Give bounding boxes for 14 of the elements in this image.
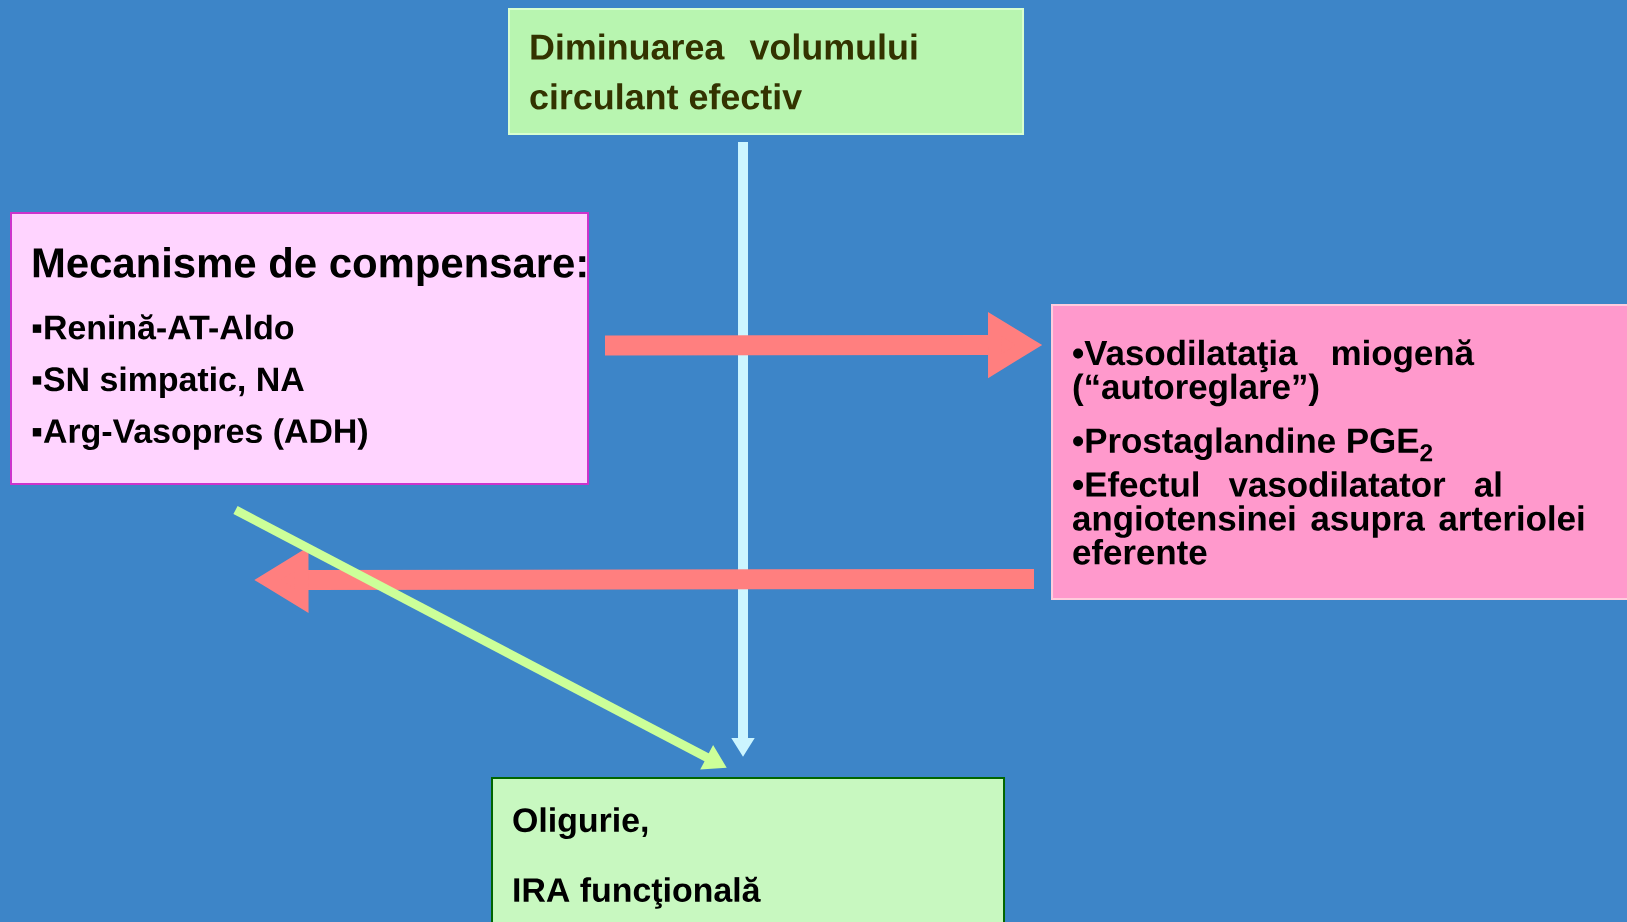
box-text: Oligurie, [513,807,648,839]
box-text: ▪Arg-Vasopres (ADH) [32,418,367,450]
text-box [508,8,1024,135]
box-text: Diminuarea volumului circulant efectiv [530,33,917,110]
text-box [10,212,589,485]
text-box [1051,304,1627,600]
box-text: ▪Renină-AT-Aldo [32,314,294,340]
box-text: Mecanisme de compensare: [33,247,586,287]
box-text: •Vasodilataţia miogenă (“autoreglare”) [1073,339,1475,407]
text-box [491,777,1005,922]
box-text: •Prostaglandine PGE$_{2}$ [1073,427,1433,462]
box-text: IRA funcţională [514,876,761,909]
box-text: ▪SN simpatic, NA [32,366,304,398]
box-text: •Efectul vasodilatator al angiotensinei asupra arteriolei eferente [1073,471,1584,565]
